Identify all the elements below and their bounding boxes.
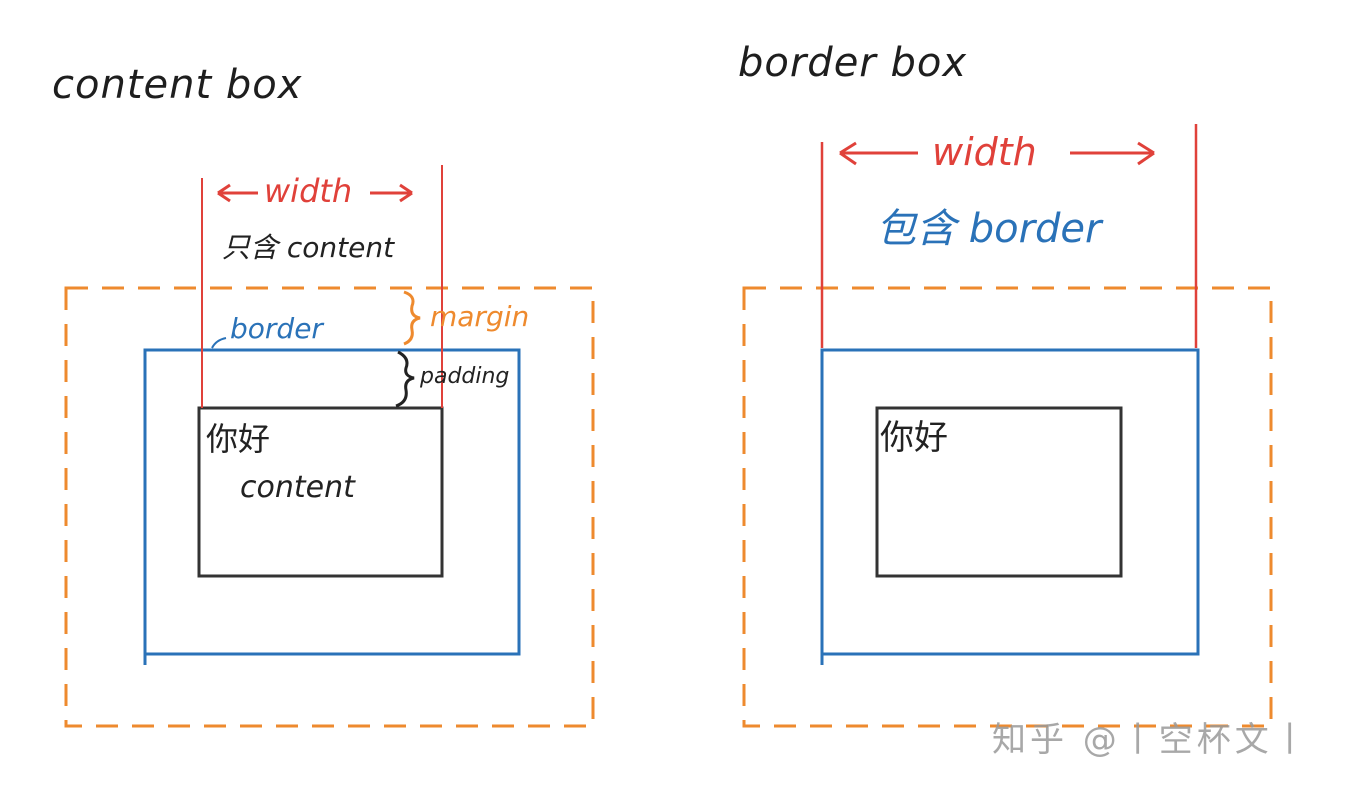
right-margin-box (742, 286, 1273, 728)
left-title: content box (52, 62, 303, 108)
right-width-note: 包含 border (876, 206, 1102, 252)
left-content-text: 你好 (206, 420, 271, 458)
left-content-box (197, 406, 444, 578)
left-margin-box (64, 286, 595, 728)
left-border-box (143, 348, 521, 656)
border-label: border (230, 312, 323, 345)
right-title: border box (738, 40, 968, 86)
right-border-box (820, 348, 1200, 656)
right-width-label: width (932, 130, 1037, 174)
watermark: 知乎 @丨空杯文丨 (992, 720, 1311, 760)
left-width-label: width (264, 172, 353, 210)
right-content-box (875, 406, 1123, 578)
margin-label: margin (430, 300, 530, 333)
content-label: content (240, 470, 355, 505)
left-width-note: 只含 content (222, 231, 395, 264)
padding-label: padding (420, 364, 510, 389)
right-content-text: 你好 (880, 418, 948, 458)
